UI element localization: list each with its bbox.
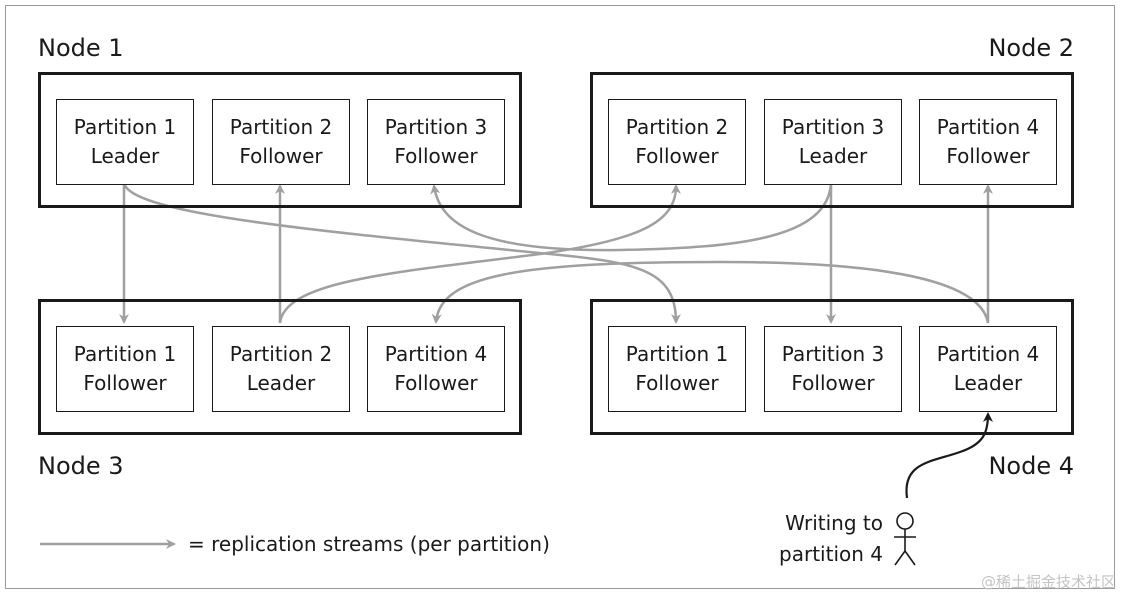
p1-to-node4-arrow	[122, 182, 681, 324]
node1-partition1: Partition 1 Leader	[56, 99, 194, 185]
partition-name: Partition 2	[229, 342, 333, 366]
partition-name: Partition 4	[384, 342, 488, 366]
partition-role: Leader	[953, 371, 1023, 395]
partition-role: Follower	[791, 371, 875, 395]
writer-line2: partition 4	[779, 542, 883, 566]
partition-name: Partition 1	[73, 342, 177, 366]
partition-name: Partition 3	[781, 115, 885, 139]
write-arrow	[905, 412, 993, 499]
p2-to-node2-arrow	[278, 184, 681, 324]
partition-name: Partition 4	[936, 115, 1040, 139]
node1-box: Partition 1 Leader Partition 2 Follower Pa…	[38, 72, 522, 208]
legend-text: = replication streams (per partition)	[188, 532, 550, 556]
writer-line1: Writing to	[785, 511, 883, 535]
partition-name: Partition 3	[384, 115, 488, 139]
partition-name: Partition 4	[936, 342, 1040, 366]
partition-role: Follower	[635, 144, 719, 168]
node4-partition4: Partition 4 Leader	[919, 326, 1057, 412]
partition-role: Follower	[239, 144, 323, 168]
partition-role: Follower	[635, 371, 719, 395]
partition-role: Follower	[83, 371, 167, 395]
node2-box: Partition 2 Follower Partition 3 Leader Pa…	[590, 72, 1074, 208]
node4-partition3: Partition 3 Follower	[764, 326, 902, 412]
node3-partition4: Partition 4 Follower	[367, 326, 505, 412]
partition-name: Partition 1	[73, 115, 177, 139]
node2-partition3: Partition 3 Leader	[764, 99, 902, 185]
partition-role: Follower	[394, 371, 478, 395]
partition-name: Partition 2	[625, 115, 729, 139]
p4-to-node3-arrow	[431, 260, 990, 324]
node1-label: Node 1	[38, 34, 124, 62]
diagram-frame	[5, 5, 1115, 589]
writer-caption: Writing to partition 4	[760, 508, 883, 570]
node3-partition1: Partition 1 Follower	[56, 326, 194, 412]
partition-name: Partition 1	[625, 342, 729, 366]
node2-label: Node 2	[988, 34, 1074, 62]
node3-partition2: Partition 2 Leader	[212, 326, 350, 412]
partition-role: Leader	[798, 144, 868, 168]
user-figure-icon	[894, 512, 916, 566]
node1-partition3: Partition 3 Follower	[367, 99, 505, 185]
partition-role: Leader	[246, 371, 316, 395]
partition-name: Partition 2	[229, 115, 333, 139]
node4-partition1: Partition 1 Follower	[608, 326, 746, 412]
node4-label: Node 4	[988, 452, 1074, 480]
p3-to-node1-arrow	[430, 182, 833, 252]
partition-role: Leader	[90, 144, 160, 168]
partition-role: Follower	[394, 144, 478, 168]
node1-partition2: Partition 2 Follower	[212, 99, 350, 185]
node2-partition2: Partition 2 Follower	[608, 99, 746, 185]
node3-box: Partition 1 Follower Partition 2 Leader Pa…	[38, 299, 522, 435]
partition-role: Follower	[946, 144, 1030, 168]
watermark: @稀土掘金技术社区	[980, 573, 1116, 591]
partition-name: Partition 3	[781, 342, 885, 366]
node3-label: Node 3	[38, 452, 124, 480]
node2-partition4: Partition 4 Follower	[919, 99, 1057, 185]
